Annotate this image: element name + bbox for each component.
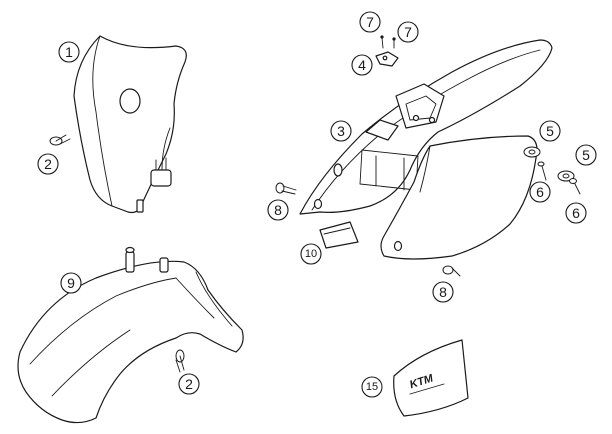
sticker-pad [319,221,359,249]
rear-fender [299,39,553,215]
svg-text:1: 1 [65,44,73,60]
callout-15: 15 [361,376,383,398]
callout-3: 3 [330,120,352,142]
small-screw-b [392,37,396,49]
front-fender [17,246,244,424]
screw-upper [49,134,71,146]
callout-2-lower: 2 [178,373,200,395]
washer-a [523,146,541,158]
callout-9: 9 [60,272,82,294]
callout-8-lower: 8 [432,281,454,303]
bracket [375,51,399,67]
small-screw-a [380,35,384,49]
callout-5-left: 5 [539,120,561,142]
callout-8-upper: 8 [267,199,289,221]
callout-1: 1 [58,41,80,63]
svg-text:4: 4 [358,57,366,73]
screw-8-lower [442,265,461,277]
callout-4: 4 [351,54,373,76]
svg-text:8: 8 [274,202,282,218]
svg-text:6: 6 [536,184,544,200]
svg-text:3: 3 [337,123,345,139]
callout-5-right: 5 [575,144,597,166]
callout-6-left: 6 [529,181,551,203]
rear-side-panel [380,135,538,260]
svg-text:10: 10 [305,248,317,260]
callout-10: 10 [300,243,322,265]
ktm-decal: KTM [393,339,469,417]
screw-8-upper [275,182,297,195]
callout-7-left: 7 [359,11,381,33]
callout-6-right: 6 [565,202,587,224]
callout-7-right: 7 [397,21,419,43]
screw-6b [569,178,581,195]
screw-6a [537,161,547,181]
svg-text:5: 5 [582,147,590,163]
svg-text:6: 6 [572,205,580,221]
front-number-plate [73,35,187,214]
svg-text:2: 2 [185,376,193,392]
svg-text:7: 7 [404,24,412,40]
callout-2-upper: 2 [37,153,59,175]
svg-text:8: 8 [439,284,447,300]
svg-text:9: 9 [67,275,75,291]
washer-b [557,170,575,182]
svg-text:5: 5 [546,123,554,139]
svg-text:2: 2 [44,156,52,172]
svg-text:7: 7 [366,14,374,30]
screw-lower [175,349,185,373]
svg-text:15: 15 [366,381,378,393]
